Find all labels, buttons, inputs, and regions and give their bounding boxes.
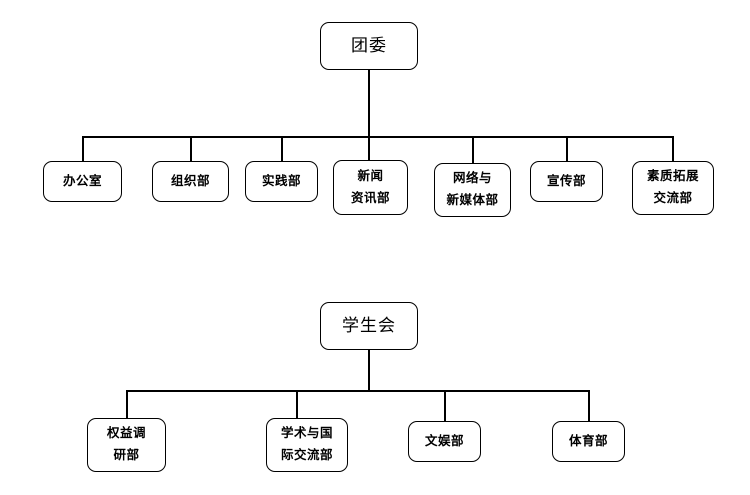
node-label-line: 素质拓展 <box>646 169 699 184</box>
node-label-line: 资讯部 <box>350 190 390 205</box>
node-zuzhibu[interactable]: 组织部 <box>152 161 229 202</box>
node-label-line: 实践部 <box>261 173 301 188</box>
connector-drop-bangongshi <box>82 136 84 162</box>
connector-root-stem-tuanwei <box>368 70 370 136</box>
node-label-line: 际交流部 <box>280 448 333 462</box>
connector-drop-zuzhibu <box>190 136 192 162</box>
node-label-line: 宣传部 <box>546 173 586 188</box>
node-label-line: 学生会 <box>342 315 396 335</box>
node-label-line: 新媒体部 <box>446 193 499 207</box>
connector-bus-xueshenghui <box>126 390 590 392</box>
node-label-line: 研部 <box>113 448 140 462</box>
node-wenyubu[interactable]: 文娱部 <box>408 421 481 462</box>
connector-drop-xuanchuanbu <box>566 136 568 162</box>
node-shijianbu[interactable]: 实践部 <box>245 161 318 202</box>
node-xinwenzixunbu[interactable]: 新闻 资讯部 <box>333 160 408 215</box>
connector-root-stem-xueshenghui <box>368 350 370 392</box>
node-suzhituozhanjiaoliubu[interactable]: 素质拓展 交流部 <box>632 161 714 215</box>
node-label-line: 团委 <box>351 35 387 55</box>
node-label-line: 办公室 <box>62 173 102 188</box>
node-tiyubu[interactable]: 体育部 <box>552 421 625 462</box>
connector-drop-shijianbu <box>281 136 283 162</box>
connector-drop-wenyubu <box>444 390 446 421</box>
node-label-line: 交流部 <box>653 191 693 205</box>
node-label-line: 权益调 <box>106 426 146 441</box>
node-label-line: 文娱部 <box>424 433 464 448</box>
node-quanyidiaoyanbu[interactable]: 权益调 研部 <box>87 418 166 472</box>
node-root-tuanwei[interactable]: 团委 <box>320 22 418 70</box>
connector-drop-wangluobu <box>472 136 474 163</box>
connector-drop-quanyidiaoyanbu <box>126 390 128 418</box>
node-label-line: 组织部 <box>170 173 210 188</box>
connector-drop-xinwenzixunbu <box>368 136 370 162</box>
connector-drop-tiyubu <box>588 390 590 421</box>
node-xuanchuanbu[interactable]: 宣传部 <box>530 161 603 202</box>
node-label-line: 学术与国 <box>280 426 333 441</box>
connector-drop-xueshujiaoliubu <box>296 390 298 418</box>
node-label-line: 体育部 <box>568 433 608 448</box>
node-label-line: 网络与 <box>452 171 492 186</box>
connector-bus-tuanwei <box>82 136 673 138</box>
node-label-line: 新闻 <box>357 168 384 183</box>
connector-drop-suzhituozhan <box>672 136 674 162</box>
node-xueshuyuguojijiaoliubu[interactable]: 学术与国 际交流部 <box>266 418 348 472</box>
node-root-xueshenghui[interactable]: 学生会 <box>320 302 418 350</box>
node-wangluoxinmeitibu[interactable]: 网络与 新媒体部 <box>434 163 511 217</box>
node-bangongshi[interactable]: 办公室 <box>43 161 122 202</box>
